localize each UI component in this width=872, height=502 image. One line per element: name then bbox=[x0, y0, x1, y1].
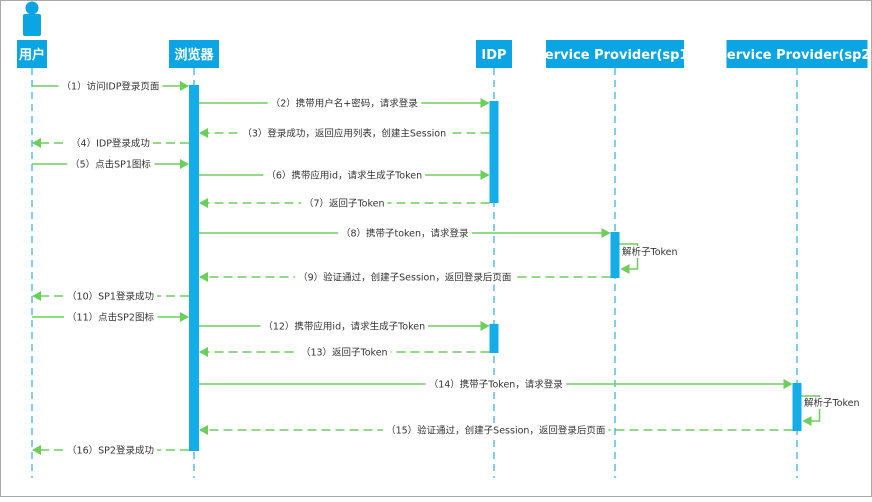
activation-browser bbox=[189, 85, 199, 451]
self-call-label-sp2: 解析子Token bbox=[804, 397, 860, 409]
message-label-bg bbox=[68, 136, 153, 151]
message-label-12: （11）点击SP2图标 bbox=[67, 312, 154, 324]
message-label-bg bbox=[267, 96, 422, 111]
message-label-10: （9）验证通过，创建子Session，返回登录后页面 bbox=[298, 272, 511, 284]
message-label-7: （7）返回子Token bbox=[304, 198, 385, 210]
message-label-18: （16）SP2登录成功 bbox=[67, 445, 154, 457]
participant-label-idp: IDP bbox=[481, 48, 506, 63]
message-label-bg bbox=[297, 345, 391, 360]
message-label-1: （1）访问IDP登录页面 bbox=[62, 81, 160, 93]
message-label-bg bbox=[300, 196, 388, 211]
message-label-bg bbox=[67, 157, 155, 172]
participant-label-sp1: Service Provider(sp1) bbox=[536, 48, 695, 63]
message-label-bg bbox=[64, 443, 157, 458]
message-label-2: （2）携带用户名+密码，请求登录 bbox=[271, 98, 419, 110]
self-call-label-bg bbox=[803, 397, 865, 409]
message-label-15: （14）携带子Token，请求登录 bbox=[429, 379, 564, 391]
message-label-bg bbox=[239, 126, 450, 141]
activation-idp-1 bbox=[489, 101, 499, 203]
message-label-13: （12）携带应用id，请求生成子Token bbox=[263, 321, 425, 333]
participant-header-sp2 bbox=[726, 40, 868, 68]
message-label-3: （3）登录成功，返回应用列表，创建主Session bbox=[242, 128, 446, 140]
self-call-label-sp1: 解析子Token bbox=[622, 246, 678, 258]
activation-idp-2 bbox=[489, 324, 499, 353]
message-label-bg bbox=[263, 168, 426, 183]
message-label-bg bbox=[260, 319, 429, 334]
participant-label-browser: 浏览器 bbox=[174, 47, 214, 63]
message-label-5: （5）点击SP1图标 bbox=[70, 159, 151, 171]
participant-header-user bbox=[17, 40, 47, 68]
person-icon bbox=[23, 1, 41, 36]
message-label-4: （4）IDP登录成功 bbox=[71, 138, 150, 150]
participant-header-sp1 bbox=[546, 40, 684, 68]
message-label-bg bbox=[425, 377, 567, 392]
message-label-17: （15）验证通过，创建子Session，返回登录后页面 bbox=[386, 425, 605, 437]
participant-header-idp bbox=[476, 40, 512, 68]
message-label-bg bbox=[337, 226, 473, 241]
message-label-bg bbox=[383, 423, 609, 438]
message-label-14: （13）返回子Token bbox=[301, 347, 388, 359]
message-label-bg bbox=[295, 270, 515, 285]
message-label-11: （10）SP1登录成功 bbox=[67, 291, 154, 303]
participant-label-user: 用户 bbox=[18, 47, 45, 63]
message-label-8: （8）携带子token，请求登录 bbox=[341, 228, 469, 240]
activation-sp1 bbox=[610, 232, 620, 278]
participant-header-browser bbox=[169, 40, 219, 68]
message-label-6: （6）携带应用id，请求生成子Token bbox=[266, 170, 422, 182]
activation-sp2 bbox=[792, 383, 802, 431]
message-label-bg bbox=[58, 79, 163, 94]
participant-label-sp2: Service Provider(sp2) bbox=[718, 48, 872, 63]
message-label-bg bbox=[64, 310, 158, 325]
message-label-bg bbox=[64, 289, 157, 304]
self-call-label-bg bbox=[621, 246, 683, 258]
